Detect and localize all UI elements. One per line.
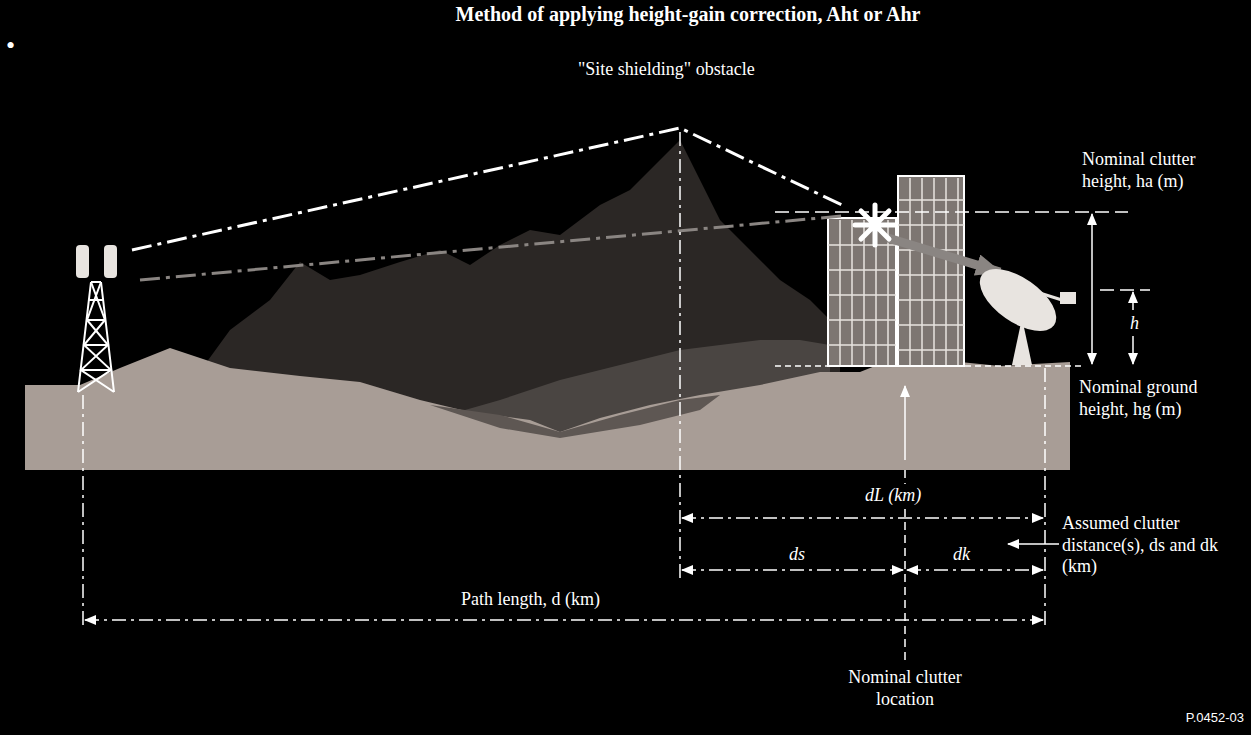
- figure-number: P.0452-03: [1186, 710, 1244, 726]
- distance-lines: [83, 132, 1062, 662]
- clutter-height-label: Nominal clutter height, ha (m): [1079, 148, 1247, 193]
- height-references: [775, 212, 1150, 366]
- figure-title: Method of applying height-gain correctio…: [456, 2, 921, 26]
- shielded-ray: [132, 128, 842, 250]
- obstacle-label: "Site shielding" obstacle: [575, 58, 758, 82]
- clutter-ray: [140, 216, 842, 280]
- bullet-mark: •: [6, 30, 15, 61]
- receiver-dish: [969, 257, 1076, 365]
- ground-height-label: Nominal ground height, hg (m): [1076, 376, 1247, 421]
- valley-shade: [430, 395, 720, 438]
- distance-symbol: dL (km): [862, 484, 924, 508]
- distance-symbol: dk: [950, 543, 973, 567]
- height-symbol: h: [1127, 312, 1142, 336]
- clutter-arrow: [888, 238, 1000, 272]
- buildings: [828, 176, 964, 366]
- clutter-location-label: Nominal clutter location: [832, 666, 978, 711]
- clutter-star: [855, 205, 895, 245]
- transmitter-tower: [76, 245, 117, 392]
- distance-symbol: ds: [786, 543, 808, 567]
- path-length-label: Path length, d (km): [458, 588, 603, 612]
- clutter-distance-label: Assumed clutter distance(s), ds and dk (…: [1059, 512, 1247, 579]
